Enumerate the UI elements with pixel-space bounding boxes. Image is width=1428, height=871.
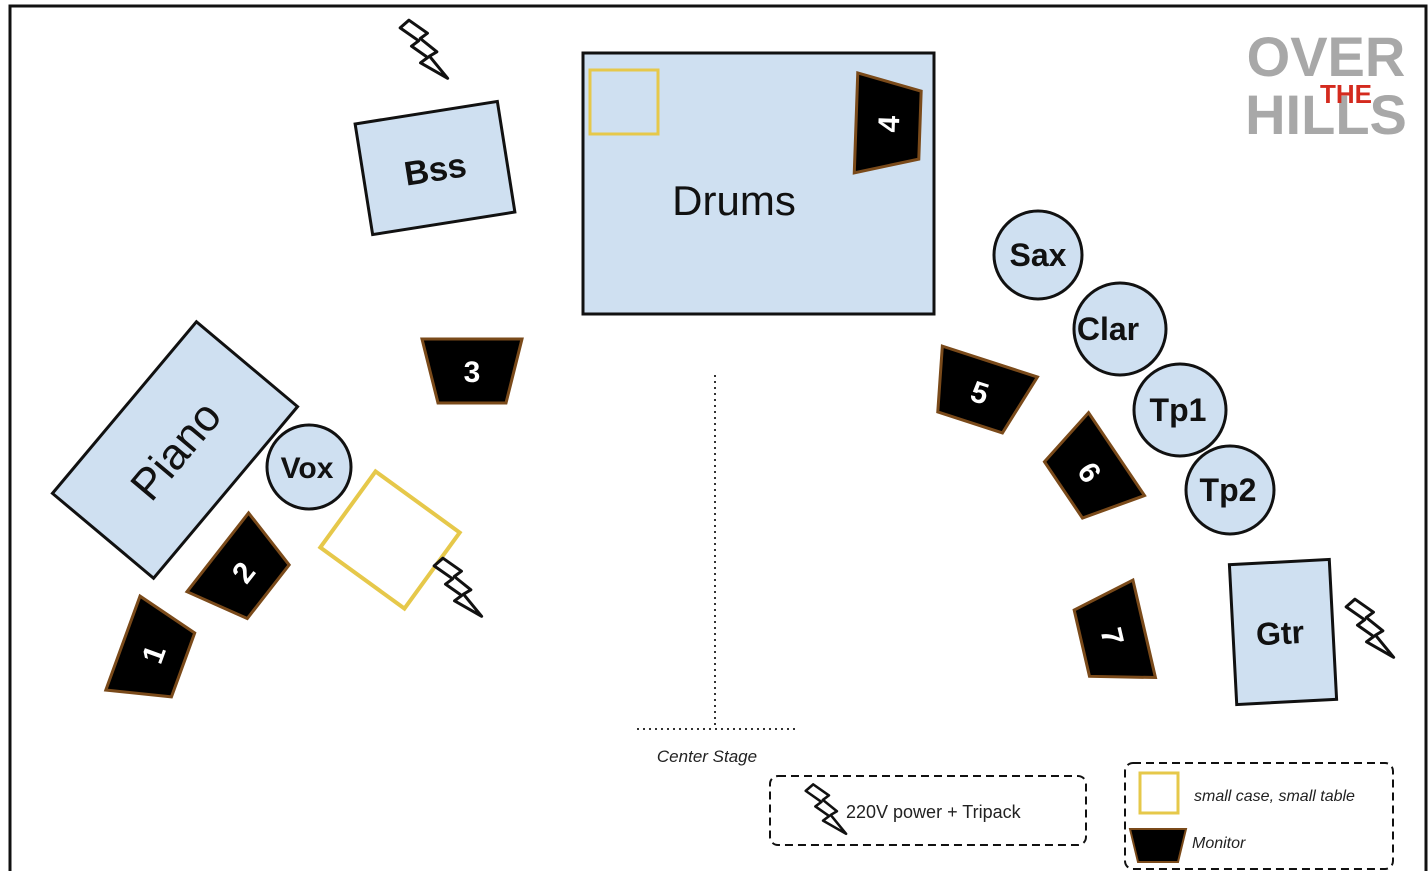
monitor-6: 6 [1042,410,1147,520]
trumpet2-label: Tp2 [1200,472,1257,508]
legend-case-label: small case, small table [1194,788,1355,805]
power-bolt-icon [397,13,450,87]
small-case-vox [317,468,463,612]
vocals-label: Vox [281,452,334,485]
logo-over: OVER [1247,25,1406,88]
trumpet2-position: Tp2 [1184,444,1276,536]
vocals-position: Vox [265,423,353,511]
power-bolt-icon [431,551,484,625]
clarinet-label: Clar [1077,311,1139,347]
center-stage-marker: Center Stage [637,375,795,766]
sax-label: Sax [1010,237,1067,273]
legend-case-monitor: small case, small table Monitor [1124,762,1394,870]
monitor-3: 3 [420,337,524,405]
clarinet-position: Clar [1072,281,1168,377]
logo-hills: HILLS [1245,83,1407,146]
guitar-label: Gtr [1255,614,1305,652]
trumpet1-position: Tp1 [1132,362,1228,458]
logo: OVER HILLS THE [1245,25,1407,146]
drums-label: Drums [672,177,796,224]
monitor-7-label: 7 [1094,624,1130,648]
stage-border [8,4,1428,871]
small-case-icon [588,68,660,136]
monitor-7: 7 [1072,577,1158,680]
legend-power-label: 220V power + Tripack [846,802,1022,822]
monitor-5: 5 [936,344,1040,435]
sax-position: Sax [992,209,1084,301]
logo-the: THE [1320,79,1372,109]
monitor-4-label: 4 [873,115,907,133]
power-bolt-icon [1343,592,1396,666]
monitor-icon [1128,828,1188,863]
small-case-icon [1138,771,1180,815]
legend-monitor-label: Monitor [1192,835,1246,852]
monitor-1: 1 [103,593,197,699]
monitor-2: 2 [184,510,292,621]
piano: Piano [50,319,300,581]
bass-amp: Bss [353,99,517,237]
trumpet1-label: Tp1 [1150,392,1207,428]
legend-power: 220V power + Tripack [769,775,1087,846]
monitor-4: 4 [852,70,923,175]
center-stage-label: Center Stage [657,747,757,766]
monitor-3-label: 3 [464,356,481,389]
guitar-amp: Gtr [1227,557,1339,707]
